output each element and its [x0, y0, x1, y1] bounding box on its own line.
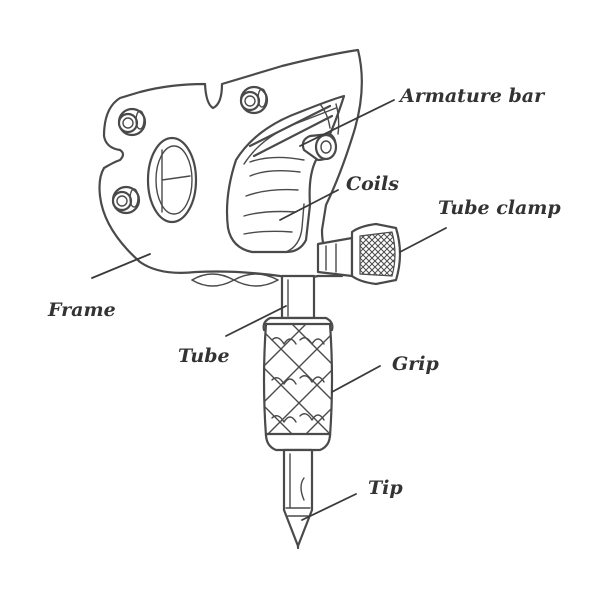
tip [282, 448, 314, 550]
label-armature-bar: Armature bar [398, 85, 546, 107]
label-coils: Coils [346, 173, 399, 195]
label-tip: Tip [368, 477, 403, 499]
leader-tube [225, 305, 287, 337]
leader-tube-clamp [399, 227, 447, 253]
leader-grip [331, 365, 381, 393]
leader-frame [91, 253, 151, 279]
binding-post-top [239, 85, 269, 115]
tube [280, 274, 316, 320]
leader-coils [279, 189, 339, 221]
binding-post-upper-left [117, 107, 147, 137]
label-frame: Frame [47, 299, 116, 321]
label-tube-clamp: Tube clamp [438, 197, 561, 219]
coils [243, 156, 305, 235]
frame [98, 48, 363, 287]
leader-armature-bar [299, 99, 395, 147]
grip [262, 316, 334, 452]
leader-lines [91, 99, 447, 521]
label-grip: Grip [392, 353, 439, 375]
label-tube: Tube [178, 345, 230, 367]
binding-post-lower-left [111, 185, 141, 215]
frame-window [146, 136, 198, 224]
labels: Armature bar Coils Tube clamp Frame Tube… [47, 85, 561, 499]
armature-bar [248, 103, 340, 162]
leader-tip [301, 493, 357, 521]
tube-clamp [316, 222, 402, 286]
frame-base-ornament [191, 273, 279, 287]
